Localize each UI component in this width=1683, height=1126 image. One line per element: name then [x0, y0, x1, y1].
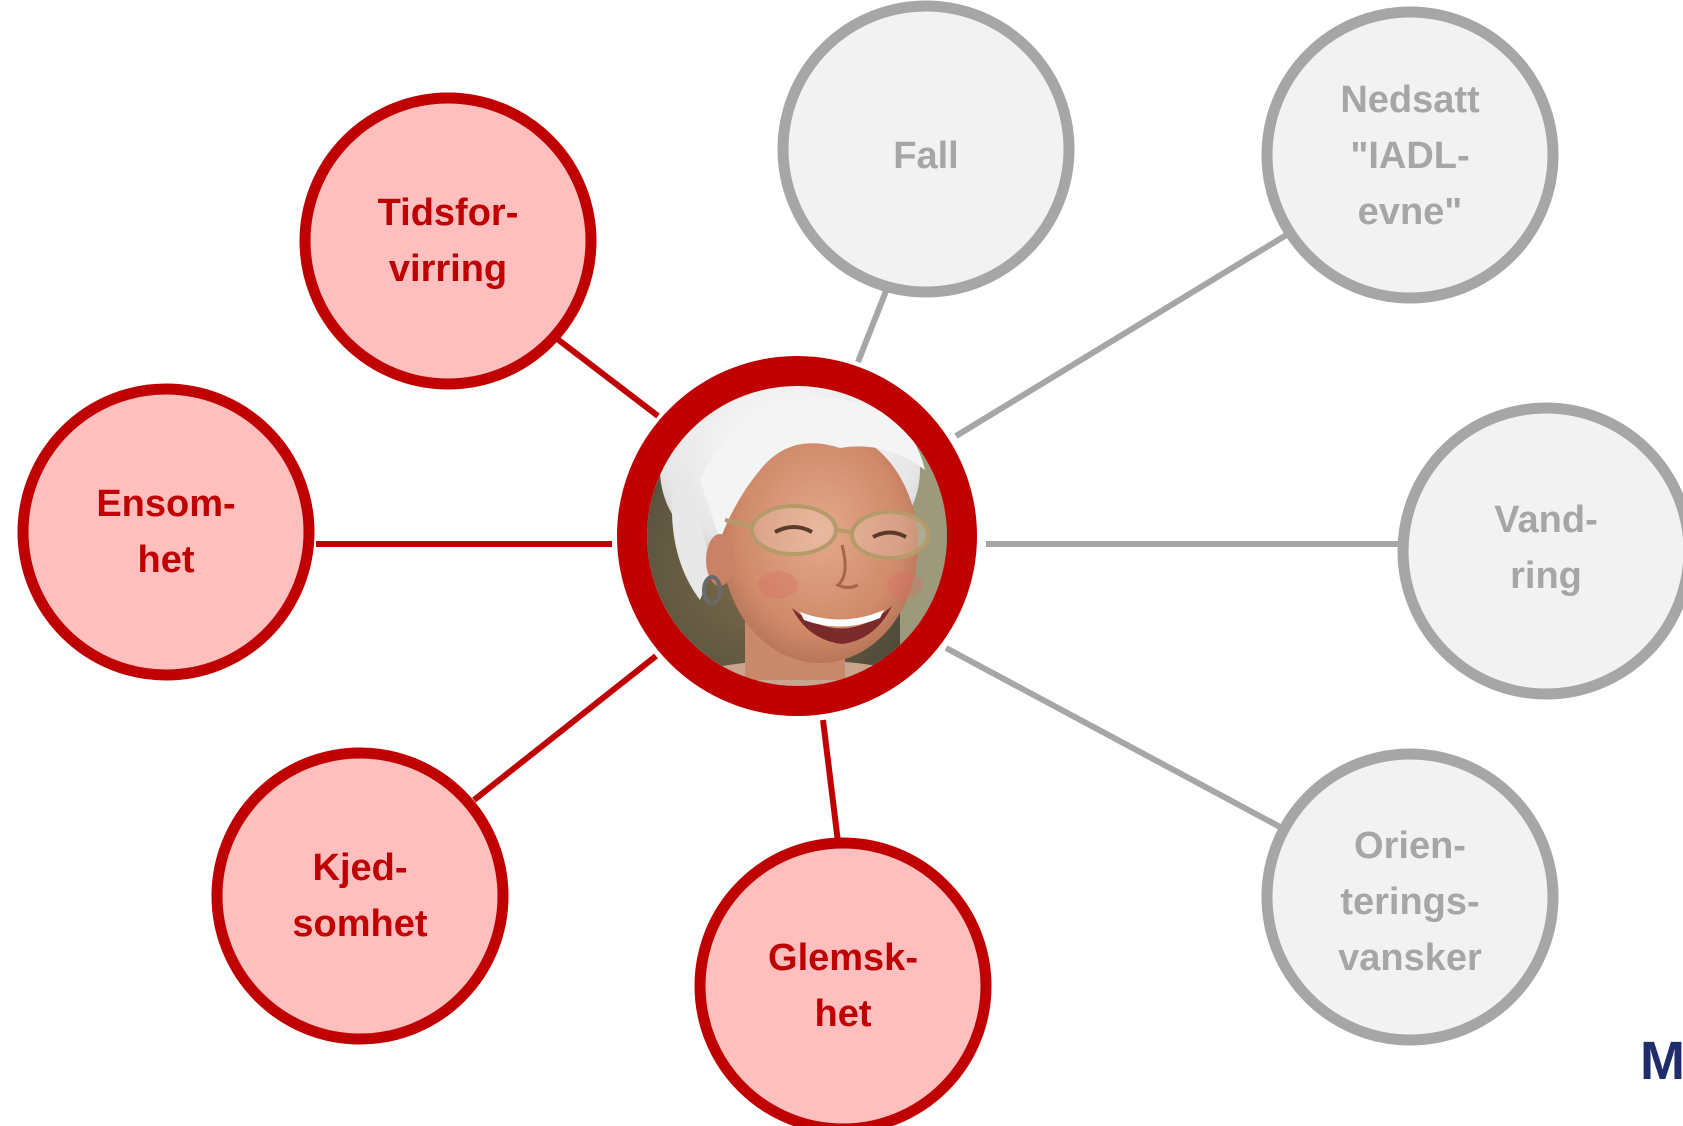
node-label: evne" [1358, 191, 1463, 233]
node-label: Glemsk- [768, 937, 918, 979]
node-label: Ensom- [96, 483, 235, 525]
portrait-ring [617, 356, 977, 716]
node-nedsatt-iadl-evne: Nedsatt "IADL- evne" [1261, 6, 1559, 304]
node-label: somhet [292, 903, 427, 945]
link-nedsatt [954, 231, 1290, 439]
node-fall: Fall [777, 0, 1075, 298]
node-label: ring [1510, 555, 1582, 597]
node-label: terings- [1340, 881, 1479, 923]
node-ensomhet: Ensom- het [17, 383, 315, 681]
node-label: "IADL- [1350, 135, 1469, 177]
node-label: vansker [1338, 937, 1482, 979]
node-label: Tidsfor- [378, 192, 519, 234]
connector-lines [316, 231, 1400, 843]
node-orienteringsvansker: Orien- terings- vansker [1261, 748, 1559, 1046]
node-kjedsomhet: Kjed- somhet [211, 747, 509, 1045]
node-label: Vand- [1494, 499, 1597, 541]
node-label: het [815, 993, 872, 1035]
node-tidsforvirring: Tidsfor- virring [299, 92, 597, 390]
center-portrait [617, 356, 977, 716]
node-label: Fall [893, 135, 958, 177]
link-orientering [944, 645, 1284, 831]
node-label: virring [389, 248, 507, 290]
node-label: het [138, 539, 195, 581]
node-label: Kjed- [313, 847, 408, 889]
link-glemskhet [820, 719, 841, 843]
link-kjedsomhet [472, 653, 658, 803]
link-fall [855, 284, 891, 364]
node-label: Orien- [1354, 825, 1466, 867]
node-vandring: Vand- ring [1397, 402, 1683, 700]
node-glemskhet: Glemsk- het [694, 837, 992, 1126]
logo-letter: M [1640, 1031, 1683, 1091]
link-tidsforvirring [554, 335, 660, 419]
node-label: Nedsatt [1340, 79, 1480, 121]
